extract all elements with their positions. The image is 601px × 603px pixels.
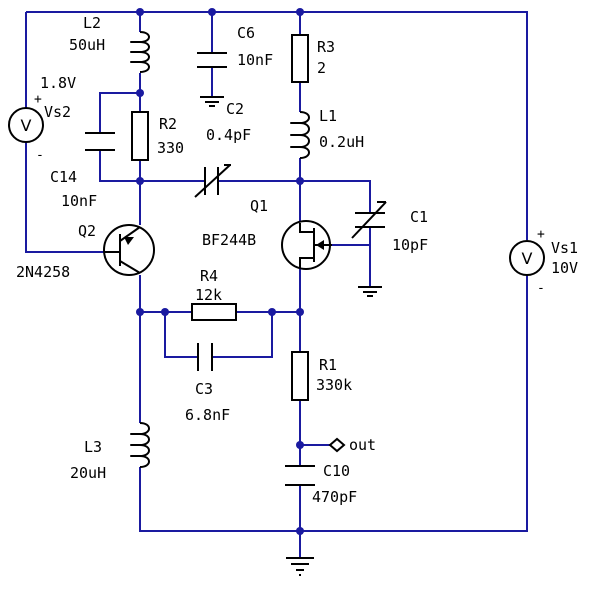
voltage-source-vs2-symbol: V — [21, 116, 32, 135]
junction-dot — [296, 177, 304, 185]
label-q2-ref: Q2 — [78, 222, 96, 240]
label-c14-ref: C14 — [50, 168, 77, 186]
junction-dot — [296, 527, 304, 535]
label-r4-ref: R4 — [200, 267, 218, 285]
inductor-l3[interactable] — [130, 422, 150, 468]
label-c1-ref: C1 — [410, 208, 428, 226]
wire-c14-top — [99, 92, 140, 133]
bjt-q2[interactable] — [103, 224, 155, 276]
label-r3-value: 2 — [317, 59, 326, 77]
vs2-plus-sign: + — [34, 92, 42, 107]
voltage-source-vs2-body — [8, 107, 44, 143]
variable-capacitor-c2[interactable] — [194, 164, 231, 198]
wire-top-rail — [26, 11, 528, 240]
vs1-minus-sign: - — [537, 281, 545, 296]
junction-dot — [208, 8, 216, 16]
jfet-q1-source — [299, 257, 314, 268]
variable-arrow — [351, 201, 387, 239]
label-c6-ref: C6 — [237, 24, 255, 42]
label-c1-value: 10pF — [392, 236, 428, 254]
label-q2-value: 2N4258 — [16, 263, 70, 281]
junction-dot — [296, 308, 304, 316]
label-r2-value: 330 — [157, 139, 184, 157]
label-r2-ref: R2 — [159, 115, 177, 133]
ground-c6 — [200, 96, 224, 107]
bjt-q2-emitter — [119, 260, 141, 274]
label-c6-value: 10nF — [237, 51, 273, 69]
voltage-source-vs1[interactable]: V + - — [509, 227, 545, 296]
junction-dot — [136, 89, 144, 97]
label-l1-ref: L1 — [319, 107, 337, 125]
junction-dot — [161, 308, 169, 316]
label-c10-ref: C10 — [323, 462, 350, 480]
wires — [25, 11, 528, 558]
wire-c14-bottom — [99, 150, 140, 182]
label-q1-ref: Q1 — [250, 197, 268, 215]
label-r1-ref: R1 — [319, 356, 337, 374]
inductor-l2[interactable] — [130, 31, 150, 73]
label-l3-value: 20uH — [70, 464, 106, 482]
wire-c3-loop-right — [212, 312, 273, 358]
label-c3-ref: C3 — [195, 380, 213, 398]
junction-dot — [296, 441, 304, 449]
jfet-q1-drain — [299, 223, 314, 233]
junctions — [136, 8, 304, 535]
junction-dot — [136, 308, 144, 316]
capacitor-c6[interactable] — [197, 52, 227, 68]
jfet-q1[interactable] — [281, 220, 332, 270]
label-l3-ref: L3 — [84, 438, 102, 456]
label-c2-ref: C2 — [226, 100, 244, 118]
label-c10-value: 470pF — [312, 488, 357, 506]
wire-vs2-bottom — [25, 142, 112, 253]
label-c2-value: 0.4pF — [206, 126, 251, 144]
capacitor-c3[interactable] — [197, 343, 213, 371]
label-l1-value: 0.2uH — [319, 133, 364, 151]
ground-c1 — [358, 286, 382, 297]
jfet-q1-gate-arrow — [316, 240, 324, 250]
resistor-r3[interactable] — [291, 34, 309, 83]
junction-dot — [136, 177, 144, 185]
capacitor-c14[interactable] — [85, 132, 115, 151]
label-l2-value: 50uH — [69, 36, 105, 54]
label-r1-value: 330k — [316, 376, 352, 394]
output-port-icon[interactable] — [328, 437, 346, 453]
bjt-q2-arrow — [124, 237, 134, 245]
voltage-source-vs1-body — [509, 240, 545, 276]
wire-c3-loop — [164, 312, 198, 358]
label-r4-value: 12k — [195, 286, 222, 304]
label-c14-value: 10nF — [61, 192, 97, 210]
label-l2-ref: L2 — [83, 14, 101, 32]
label-vs1-value: 10V — [551, 259, 578, 277]
resistor-r2[interactable] — [131, 111, 149, 161]
wire-c1-top — [300, 180, 371, 213]
capacitor-c10[interactable] — [285, 465, 315, 486]
label-r3-ref: R3 — [317, 38, 335, 56]
resistor-r4[interactable] — [191, 303, 237, 321]
label-vs2-value: 1.8V — [40, 74, 76, 92]
label-c3-value: 6.8nF — [185, 406, 230, 424]
vs2-minus-sign: - — [36, 148, 44, 163]
label-vs1-ref: Vs1 — [551, 239, 578, 257]
label-out: out — [349, 436, 376, 454]
resistor-r1[interactable] — [291, 351, 309, 401]
bjt-q2-collector — [119, 226, 141, 242]
junction-dot — [268, 308, 276, 316]
wire-l3-bottom — [139, 275, 528, 532]
voltage-source-vs2[interactable]: V + - — [8, 92, 44, 163]
vs1-plus-sign: + — [537, 227, 545, 242]
bjt-q2-body — [103, 224, 155, 276]
variable-arrow — [194, 164, 231, 198]
ground-main — [286, 557, 314, 576]
voltage-source-vs1-symbol: V — [522, 249, 533, 268]
junction-dot — [296, 8, 304, 16]
label-vs2-ref: Vs2 — [44, 103, 71, 121]
variable-capacitor-c1[interactable] — [351, 201, 387, 239]
inductor-l1[interactable] — [290, 111, 310, 159]
junction-dot — [136, 8, 144, 16]
labels: L2 50uH C6 10nF R3 2 1.8V Vs2 R2 330 C2 … — [16, 14, 578, 506]
label-q1-value: BF244B — [202, 231, 256, 249]
inductor-l2-coil — [130, 31, 150, 73]
